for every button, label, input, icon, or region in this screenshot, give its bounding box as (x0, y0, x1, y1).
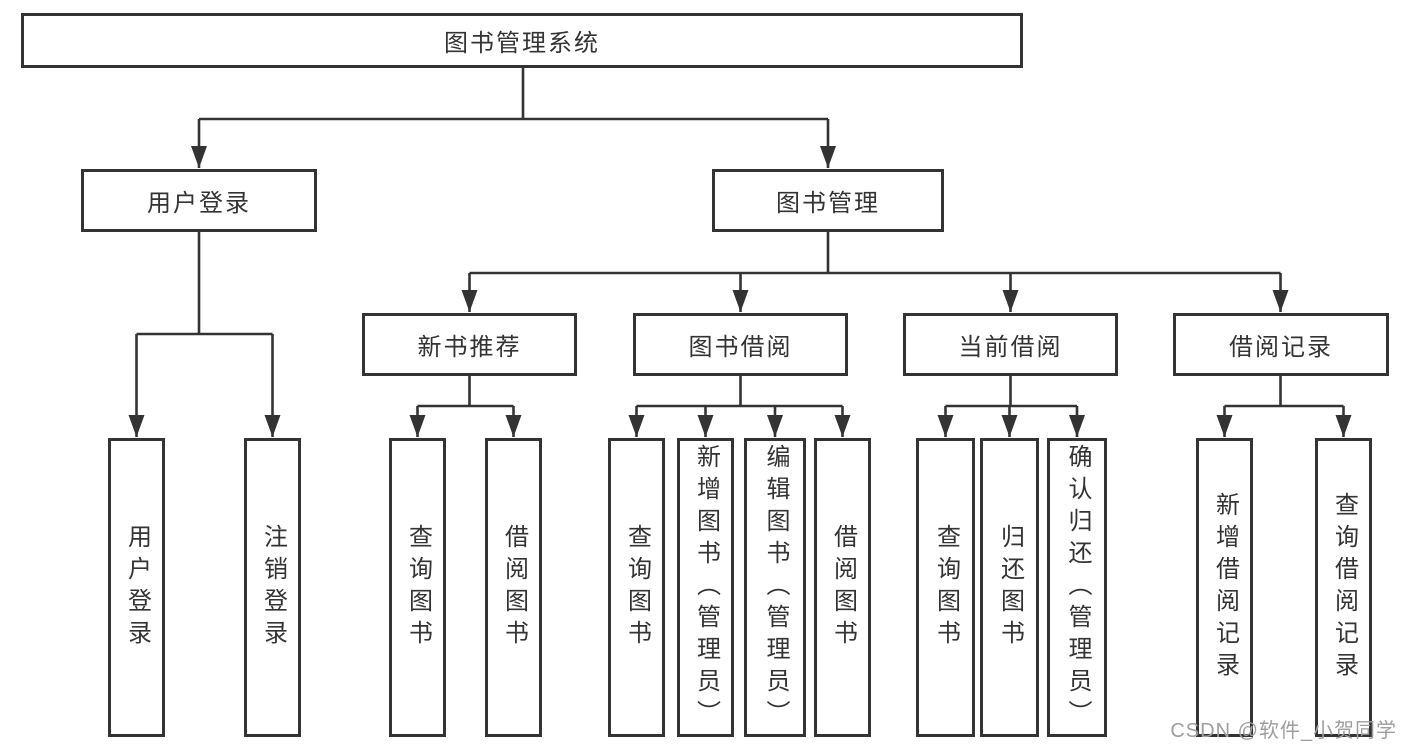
node-label: 借阅图书 (500, 523, 528, 652)
leaf-user-login: 用户登录 (108, 438, 165, 737)
tree-branch-bars (136, 68, 1344, 408)
leaf-query-borrow-record: 查询借阅记录 (1315, 438, 1372, 737)
node-label: 当前借阅 (958, 334, 1063, 361)
node-label: 查询图书 (932, 523, 960, 652)
node-label: 新增图书（管理员） (692, 443, 720, 732)
node-book-borrowing: 图书借阅 (633, 313, 848, 376)
node-label: 借阅图书 (829, 523, 857, 652)
leaf-add-borrow-record: 新增借阅记录 (1196, 438, 1253, 737)
node-current-borrowing: 当前借阅 (903, 313, 1118, 376)
node-label: 新增借阅记录 (1211, 491, 1239, 684)
leaf-edit-books-admin: 编辑图书（管理员） (744, 438, 806, 737)
node-new-book-recommendation: 新书推荐 (362, 313, 577, 376)
tree-arrows (128, 119, 1352, 437)
node-borrowing-records: 借阅记录 (1173, 313, 1389, 376)
node-book-management: 图书管理 (712, 169, 944, 232)
node-label: 用户登录 (147, 190, 251, 217)
node-user-login: 用户登录 (81, 169, 317, 232)
node-label: 查询借阅记录 (1330, 491, 1358, 684)
node-library-management-system: 图书管理系统 (21, 13, 1023, 68)
leaf-add-books-admin: 新增图书（管理员） (677, 438, 734, 737)
leaf-logout: 注销登录 (244, 438, 301, 737)
node-label: 图书借阅 (688, 334, 793, 361)
node-label: 查询图书 (623, 523, 651, 652)
node-label: 借阅记录 (1229, 334, 1333, 361)
node-label: 注销登录 (259, 523, 287, 652)
node-label: 用户登录 (123, 523, 151, 652)
leaf-confirm-return-admin: 确认归还（管理员） (1047, 438, 1107, 737)
node-label: 归还图书 (996, 523, 1024, 652)
node-label: 图书管理 (776, 190, 880, 217)
node-label: 新书推荐 (417, 334, 522, 361)
csdn-watermark: CSDN @软件_小贺同学 (1170, 720, 1397, 742)
leaf-query-books-recommendation: 查询图书 (389, 438, 446, 737)
node-label: 图书管理系统 (444, 30, 600, 57)
leaf-query-books-current: 查询图书 (916, 438, 975, 737)
node-label: 编辑图书（管理员） (762, 443, 789, 732)
leaf-borrow-books: 借阅图书 (814, 438, 871, 737)
leaf-return-books: 归还图书 (980, 438, 1039, 737)
node-label: 确认归还（管理员） (1064, 443, 1091, 732)
node-label: 查询图书 (404, 523, 432, 652)
leaf-borrow-books-recommendation: 借阅图书 (485, 438, 542, 737)
leaf-query-books-borrowing: 查询图书 (608, 438, 665, 737)
